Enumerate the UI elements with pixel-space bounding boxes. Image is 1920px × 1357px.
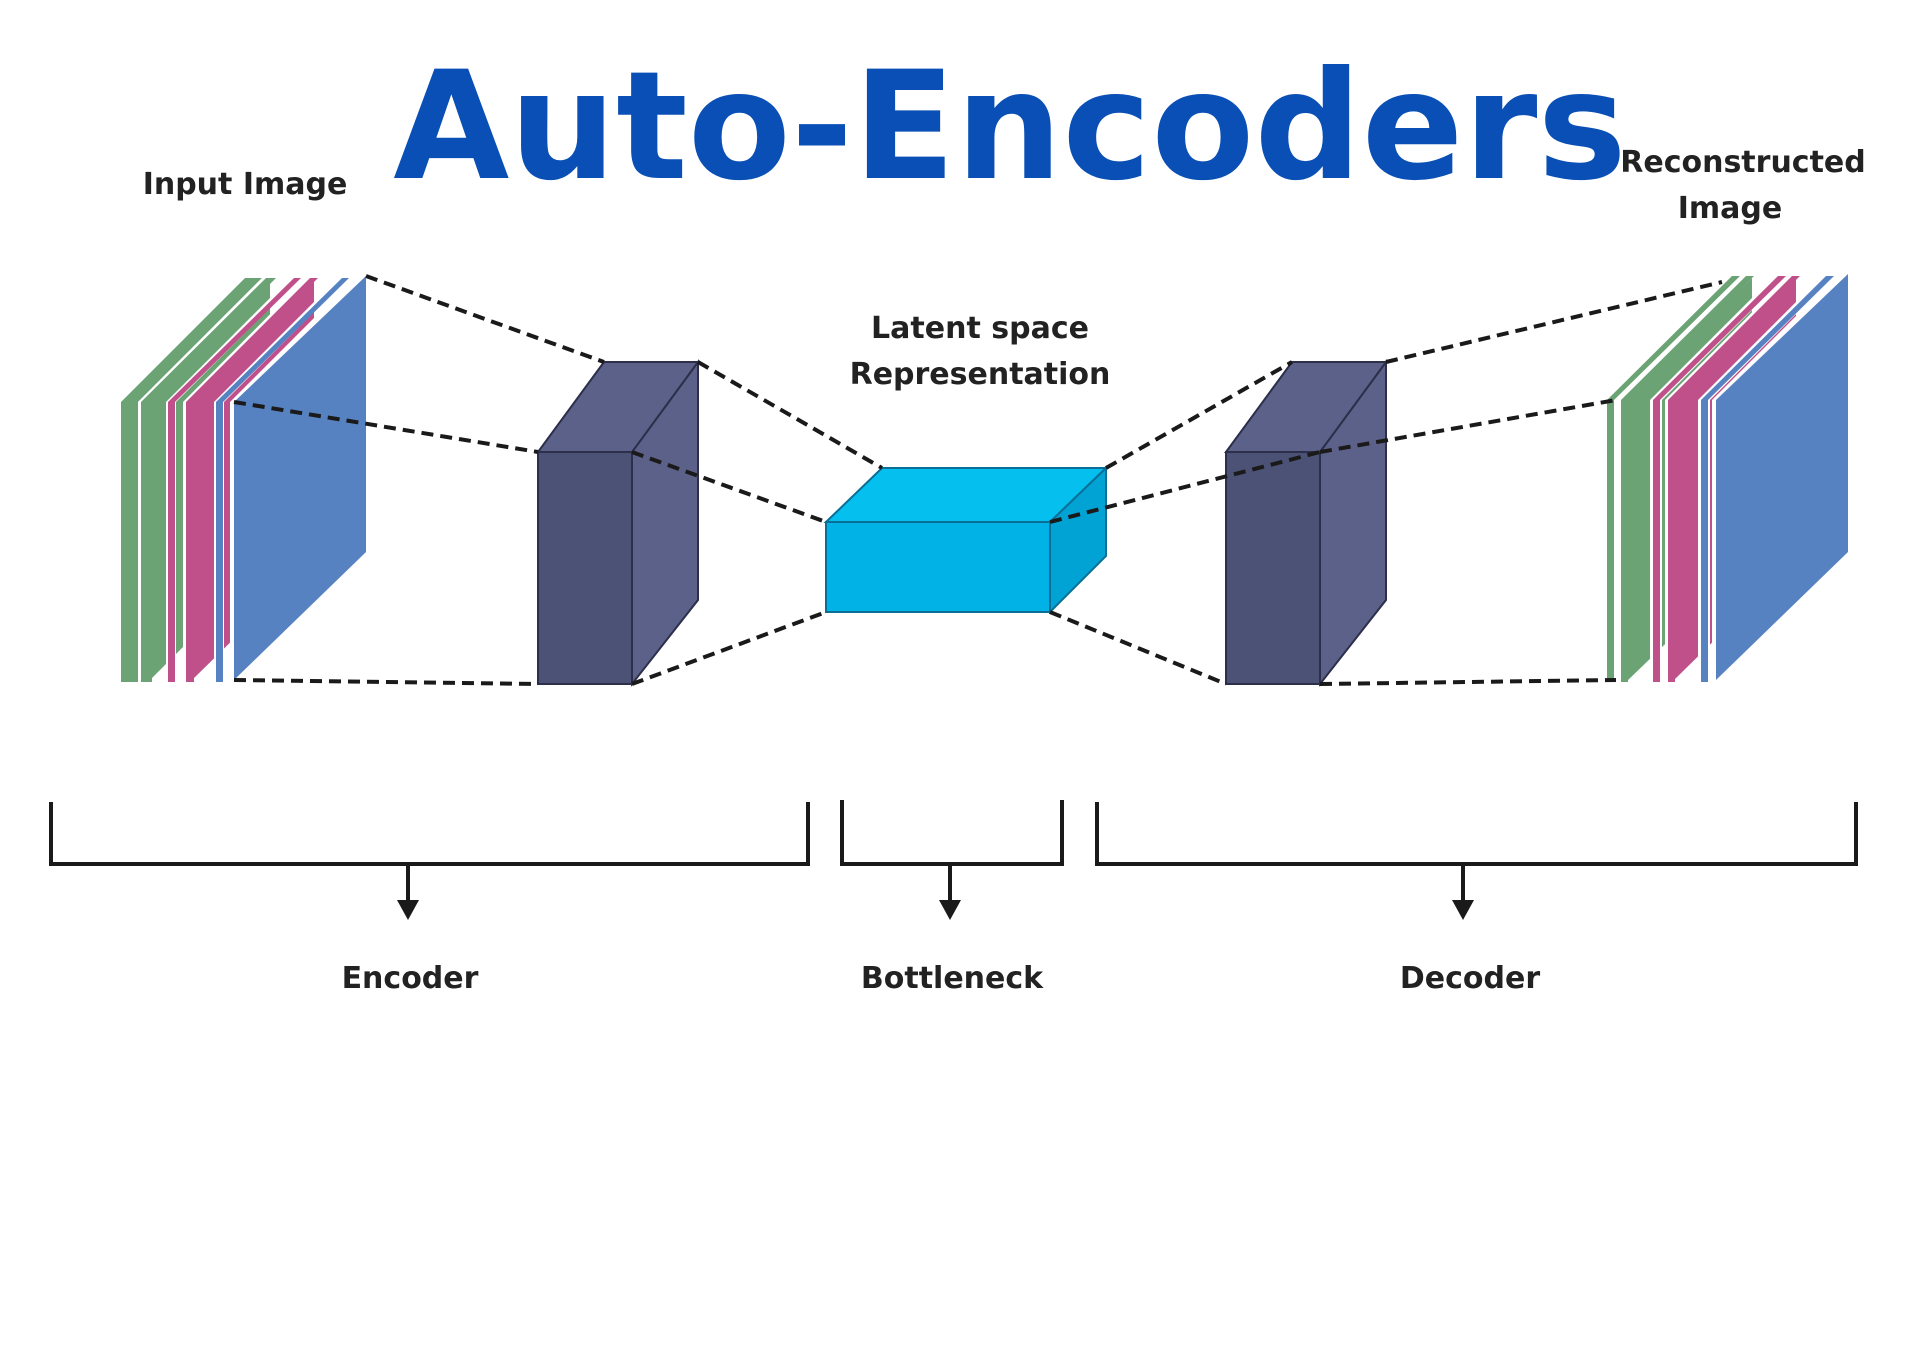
output-blue-layer-back <box>1698 274 1836 684</box>
encoder-label: Encoder <box>342 961 479 996</box>
connector-line <box>233 400 539 454</box>
connector-line <box>1319 398 1617 454</box>
input-blue-layer-front <box>230 276 368 684</box>
output-pink-layer-back <box>1650 274 1788 684</box>
decoder-bracket <box>1095 802 1858 920</box>
connector-line <box>365 274 605 364</box>
output-blue-layer-front <box>1712 274 1850 684</box>
output-green-layer-back <box>1604 274 1742 684</box>
latent-space-label-line2: Representation <box>850 357 1111 392</box>
connector-line <box>1319 678 1617 686</box>
reconstructed-image-label-line1: Reconstructed <box>1620 145 1866 180</box>
connector-line <box>1105 360 1293 470</box>
connector-line <box>631 450 827 524</box>
connector-line <box>233 678 539 686</box>
reconstructed-image-layers <box>1604 274 1850 684</box>
input-green-layer-back <box>117 276 271 684</box>
connector-line <box>631 610 827 686</box>
arrow-head <box>939 900 961 920</box>
connector-line <box>1049 450 1321 524</box>
encoder-bracket <box>49 802 810 920</box>
dashed-connectors <box>233 274 1723 686</box>
arrow-head <box>397 900 419 920</box>
latent-space-label-line1: Latent space <box>871 311 1089 346</box>
bottleneck-bracket <box>840 800 1064 920</box>
decoder-hidden-block <box>1224 358 1388 687</box>
connector-line <box>1385 280 1723 364</box>
connector-line <box>1049 610 1227 686</box>
input-image-label: Input Image <box>143 167 348 202</box>
decoder-label: Decoder <box>1400 961 1540 996</box>
input-blue-layer-back <box>214 276 350 684</box>
reconstructed-image-label-line2: Image <box>1678 191 1783 226</box>
latent-space-block <box>823 465 1109 615</box>
encoder-hidden-block <box>536 358 700 687</box>
input-image-layers <box>117 276 368 684</box>
input-pink-layer-back <box>166 276 302 684</box>
connector-line <box>697 360 883 470</box>
arrow-head <box>1452 900 1474 920</box>
bottleneck-label: Bottleneck <box>861 961 1044 996</box>
page-title: Auto-Encoders <box>393 40 1626 214</box>
